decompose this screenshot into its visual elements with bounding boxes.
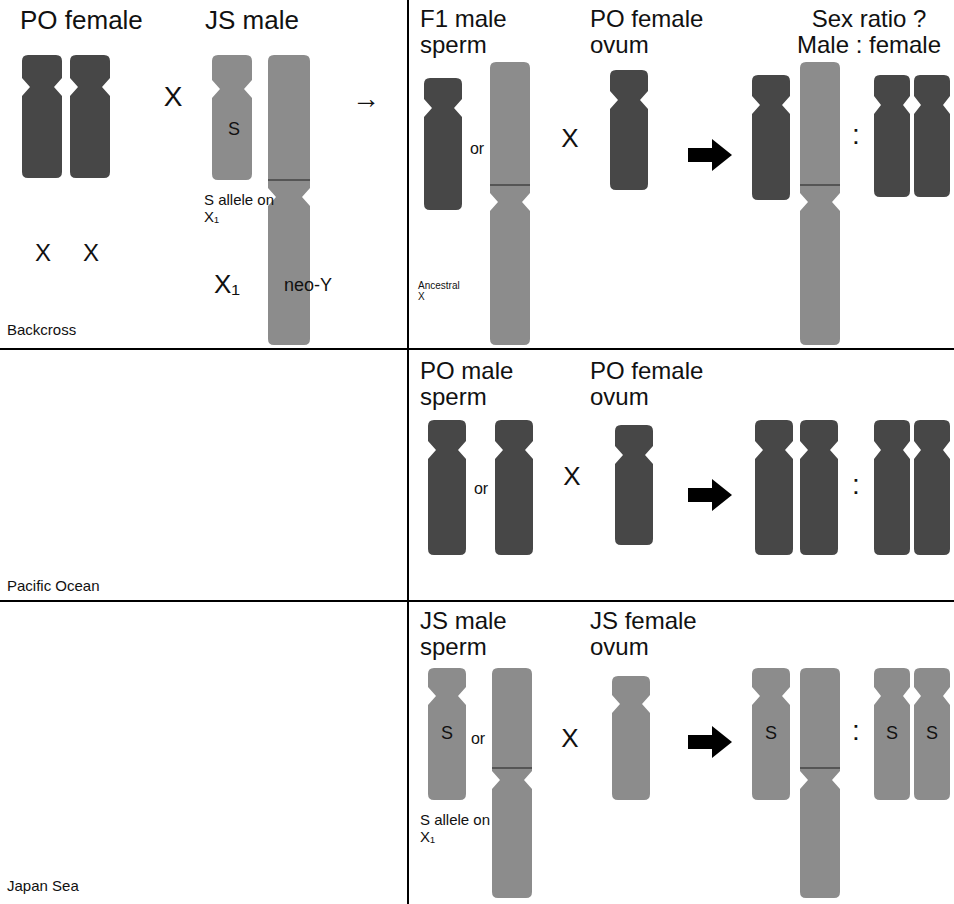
- chromosome: [610, 70, 648, 190]
- chromosome-band: [492, 767, 532, 769]
- chromosome-band: [800, 767, 840, 769]
- chromosome: [874, 668, 910, 800]
- chromosome: [490, 62, 530, 345]
- chromosome: [70, 55, 110, 178]
- column-heading: JS female ovum: [590, 608, 715, 661]
- chromosome: [874, 420, 910, 555]
- chromosome: [268, 55, 310, 345]
- chromosome: [492, 668, 532, 898]
- chromosome-name: X: [28, 240, 58, 266]
- chromosome: [22, 55, 62, 178]
- cross-sign: X: [158, 82, 188, 113]
- allele-mark: S: [437, 724, 457, 744]
- chromosome: [914, 668, 950, 800]
- chromosome-band: [268, 179, 310, 181]
- ratio-colon: :: [844, 470, 868, 501]
- chromosome: [800, 420, 838, 555]
- chromosome-note: Ancestral X: [418, 280, 468, 302]
- panel-divider: [0, 348, 954, 350]
- ratio-colon: :: [844, 120, 868, 151]
- allele-mark: S: [882, 724, 902, 744]
- allele-note: S allele on X₁: [420, 812, 500, 845]
- cross-sign: X: [557, 462, 587, 491]
- chromosome: [428, 668, 466, 800]
- allele-note: S allele on X₁: [204, 192, 284, 225]
- column-heading: PO female: [20, 6, 150, 35]
- chromosome: [495, 420, 533, 555]
- block-arrow: [688, 479, 732, 511]
- cross-sign: X: [555, 124, 585, 153]
- cross-sign: X: [555, 724, 585, 753]
- chromosome-band: [800, 184, 840, 186]
- allele-mark: S: [761, 724, 781, 744]
- column-heading: F1 male sperm: [420, 6, 540, 59]
- chromosome-name: X: [76, 240, 106, 266]
- chromosome: [428, 420, 466, 555]
- chromosome-name: neo-Y: [284, 276, 354, 296]
- chromosome: [914, 75, 950, 197]
- column-heading: PO male sperm: [420, 358, 540, 411]
- panel-divider: [0, 600, 954, 602]
- chromosome: [874, 75, 910, 197]
- allele-mark: S: [922, 724, 942, 744]
- or-word: or: [464, 140, 490, 158]
- chromosome: [212, 55, 252, 180]
- chromosome: [800, 668, 840, 898]
- chromosome: [615, 425, 653, 545]
- panel-name: Japan Sea: [7, 878, 147, 895]
- column-heading: Sex ratio ? Male : female: [787, 6, 951, 59]
- allele-mark: S: [224, 120, 244, 140]
- panel-divider: [407, 0, 409, 904]
- block-arrow: [688, 139, 732, 171]
- chromosome-band: [490, 184, 530, 186]
- block-arrow: [688, 726, 732, 758]
- column-heading: JS male: [205, 6, 335, 35]
- panel-name: Pacific Ocean: [7, 578, 147, 595]
- or-word: or: [468, 480, 494, 498]
- chromosome-name: X₁: [214, 270, 264, 299]
- or-word: or: [465, 730, 491, 748]
- column-heading: PO female ovum: [590, 6, 715, 59]
- panel-name: Backcross: [7, 322, 127, 339]
- chromosome: [424, 78, 462, 210]
- chromosome: [755, 420, 793, 555]
- chromosome: [612, 676, 650, 800]
- chromosome: [752, 75, 790, 200]
- arrow-sign: →: [346, 84, 386, 115]
- chromosome: [800, 62, 840, 345]
- column-heading: JS male sperm: [420, 608, 540, 661]
- chromosome: [752, 668, 790, 800]
- ratio-colon: :: [844, 716, 868, 747]
- column-heading: PO female ovum: [590, 358, 715, 411]
- chromosome: [914, 420, 950, 555]
